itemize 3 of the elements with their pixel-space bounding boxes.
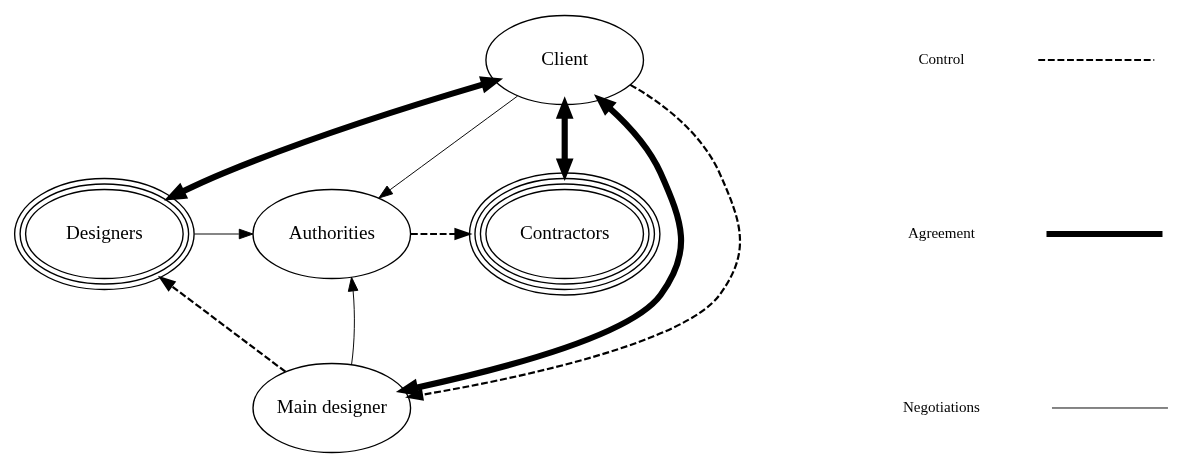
legend-label: Negotiations (902, 398, 980, 415)
legend-label: Agreement (907, 224, 975, 241)
legend-label: Control (918, 50, 965, 67)
